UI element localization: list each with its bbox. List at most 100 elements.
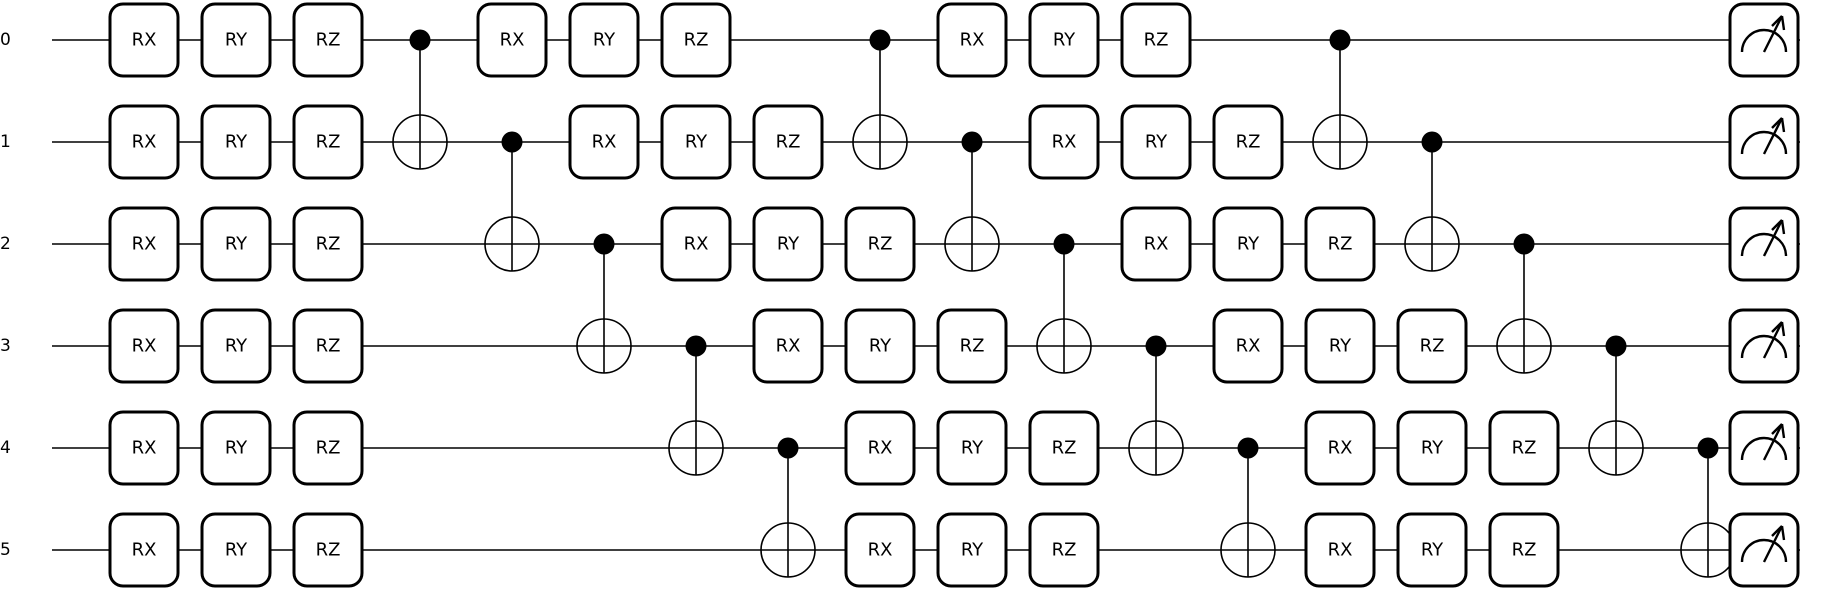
gate-box [1212,308,1284,384]
gate-box [200,2,272,78]
gate-box [1212,206,1284,282]
meter-arc [1740,538,1788,563]
control-dot [1421,131,1443,153]
gate-label: RX [1328,438,1353,459]
qubit-label-0: 0 [0,30,11,50]
rx-gate: RX [1304,410,1376,486]
rz-gate: RZ [292,410,364,486]
measure-box [1728,206,1800,282]
cnot-gate [392,29,448,170]
meter-arrowhead [1771,219,1786,235]
gate-box [1488,512,1560,588]
gate-box [844,206,916,282]
gate-label: RX [132,234,157,255]
measure-box [1728,512,1800,588]
cnot-gate [1680,437,1736,578]
rx-gate: RX [1028,104,1100,180]
gate-label: RX [960,30,985,51]
gate-label: RY [1053,30,1076,51]
gate-label: RX [1236,336,1261,357]
gate-box [292,410,364,486]
gate-box [1304,308,1376,384]
meter-arrowhead [1771,15,1786,31]
gate-box [844,410,916,486]
gate-box [200,104,272,180]
gate-label: RY [961,438,984,459]
ry-gate: RY [1212,206,1284,282]
gate-box [108,2,180,78]
rx-gate: RX [844,410,916,486]
gate-label: RY [225,438,248,459]
gate-label: RZ [1144,30,1169,51]
measure-box [1728,308,1800,384]
gate-box [292,512,364,588]
gate-box [1028,410,1100,486]
gate-label: RY [225,540,248,561]
cnot-gate [1036,233,1092,374]
gate-box [936,512,1008,588]
rx-gate: RX [108,206,180,282]
gate-label: RZ [316,30,341,51]
gate-label: RX [132,540,157,561]
gate-box [108,512,180,588]
gate-box [936,2,1008,78]
cnot-gate [484,131,540,272]
ry-gate: RY [200,104,272,180]
rx-gate: RX [108,308,180,384]
gate-label: RX [592,132,617,153]
rz-gate: RZ [1304,206,1376,282]
gate-label: RX [132,438,157,459]
qubit-label-3: 3 [0,336,11,356]
meter-arc [1740,28,1788,53]
cnot-gate [1220,437,1276,578]
gate-box [752,308,824,384]
qubit-label-5: 5 [0,540,11,560]
ry-gate: RY [936,410,1008,486]
control-dot [777,437,799,459]
qubit-label-1: 1 [0,132,11,152]
cnot-gate [576,233,632,374]
gate-box [476,2,548,78]
rz-gate: RZ [292,512,364,588]
rx-gate: RX [108,410,180,486]
gate-label: RX [132,30,157,51]
gate-label: RX [868,540,893,561]
control-dot [1605,335,1627,357]
measure-box [1728,410,1800,486]
gate-box [568,104,640,180]
ry-gate: RY [936,512,1008,588]
ry-gate: RY [844,308,916,384]
gate-label: RX [684,234,709,255]
gate-label: RZ [316,336,341,357]
gate-box [752,206,824,282]
gate-box [1120,104,1192,180]
control-dot [1237,437,1259,459]
gate-label: RX [1052,132,1077,153]
gate-label: RY [593,30,616,51]
rz-gate: RZ [1396,308,1468,384]
gate-box [1120,206,1192,282]
gate-label: RZ [960,336,985,357]
rz-gate: RZ [292,104,364,180]
gate-box [1396,512,1468,588]
gate-label: RZ [1328,234,1353,255]
cnot-gate [1496,233,1552,374]
rz-gate: RZ [936,308,1008,384]
rz-gate: RZ [292,2,364,78]
gate-label: RZ [1052,540,1077,561]
meter-arrowhead [1771,321,1786,337]
control-dot [961,131,983,153]
cnot-gate [1128,335,1184,476]
gate-label: RZ [316,132,341,153]
rz-gate: RZ [1120,2,1192,78]
gate-box [1304,512,1376,588]
gate-label: RZ [1420,336,1445,357]
ry-gate: RY [660,104,732,180]
cnot-gate [760,437,816,578]
gate-label: RZ [1512,438,1537,459]
gate-label: RY [225,234,248,255]
gate-label: RZ [776,132,801,153]
ry-gate: RY [752,206,824,282]
measurement-gate [1728,2,1800,78]
